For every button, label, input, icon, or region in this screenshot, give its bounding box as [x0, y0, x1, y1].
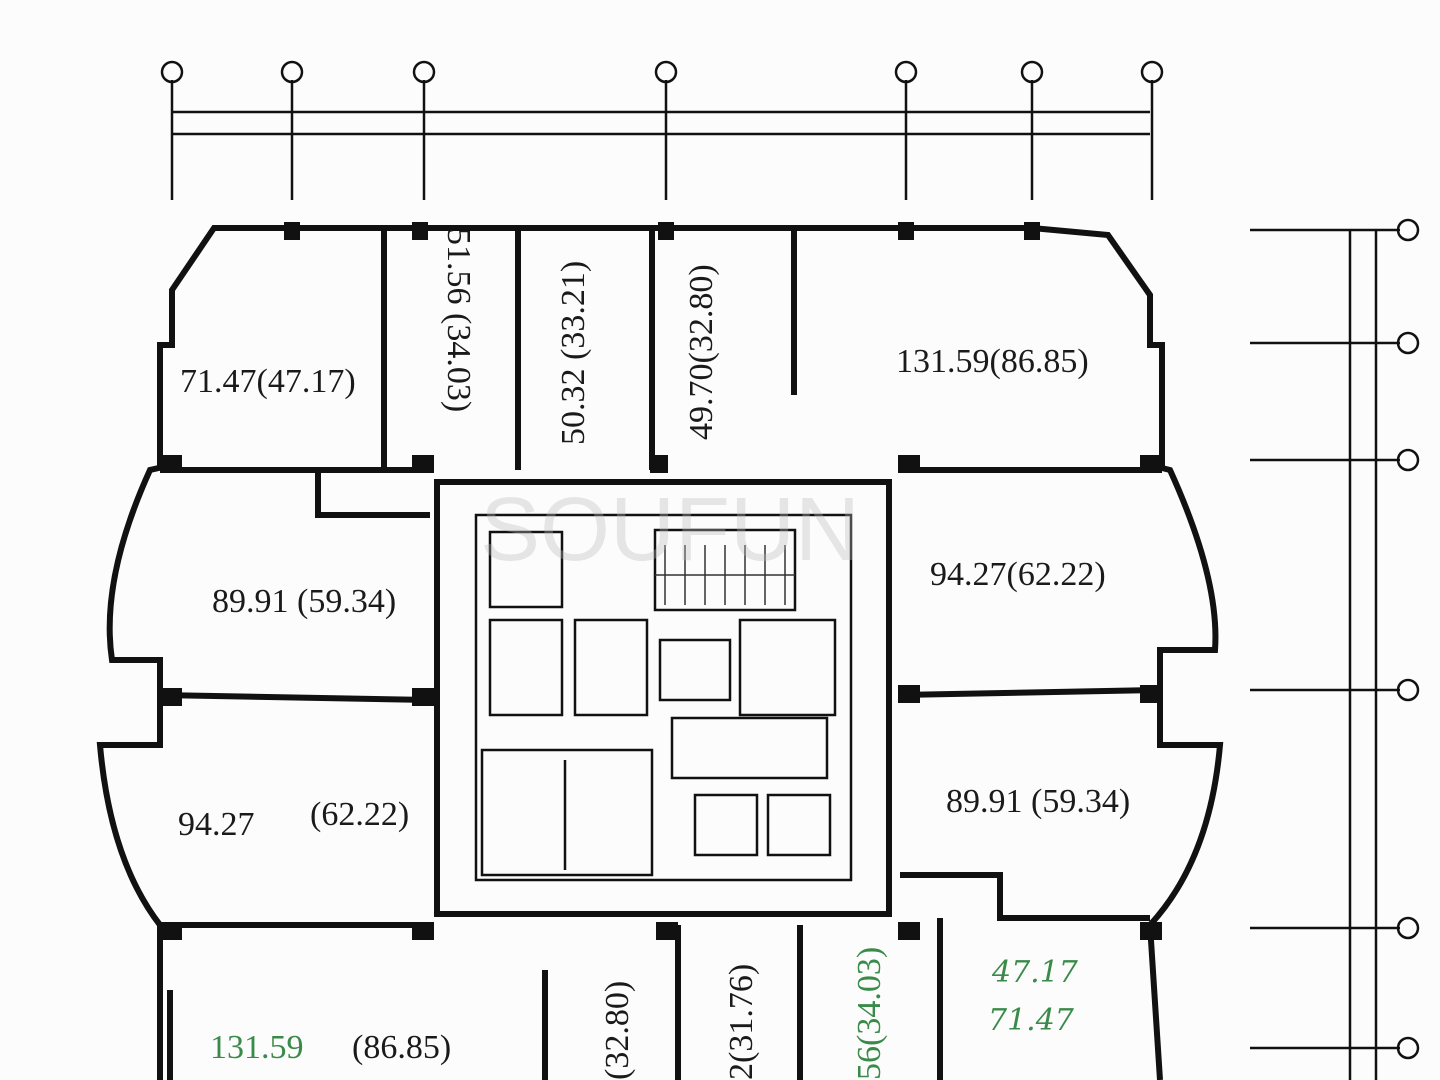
handwritten-note: 47.17: [991, 955, 1079, 990]
unit-area-label: 71.47(47.17): [180, 363, 356, 400]
outer-walls: [96, 225, 1224, 1080]
unit-area-label: 51.56 (34.03): [440, 228, 477, 412]
unit-area-label: 56(34.03): [851, 947, 888, 1080]
right-dimension-line: [1250, 218, 1420, 1080]
unit-area-label: 131.59: [210, 1029, 304, 1066]
unit-area-label: 94.27(62.22): [930, 556, 1106, 593]
unit-area-label: 2(31.76): [723, 964, 760, 1080]
unit-area-label: (86.85): [352, 1029, 451, 1066]
unit-area-label: 131.59(86.85): [896, 343, 1089, 380]
unit-area-label: 50.32 (33.21): [555, 261, 592, 445]
service-core: [434, 479, 892, 917]
watermark: SOUFUN: [480, 480, 860, 580]
unit-area-label: (62.22): [310, 796, 409, 833]
unit-area-label: (32.80): [599, 981, 636, 1080]
top-dimension-line: [160, 60, 1164, 200]
handwritten-note: 71.47: [988, 1003, 1075, 1038]
unit-area-label: 94.27: [178, 806, 255, 843]
unit-area-label: 89.91 (59.34): [946, 783, 1130, 820]
unit-area-label: 89.91 (59.34): [212, 583, 396, 620]
unit-area-label: 49.70(32.80): [683, 264, 720, 440]
structural-columns: [160, 222, 1162, 940]
